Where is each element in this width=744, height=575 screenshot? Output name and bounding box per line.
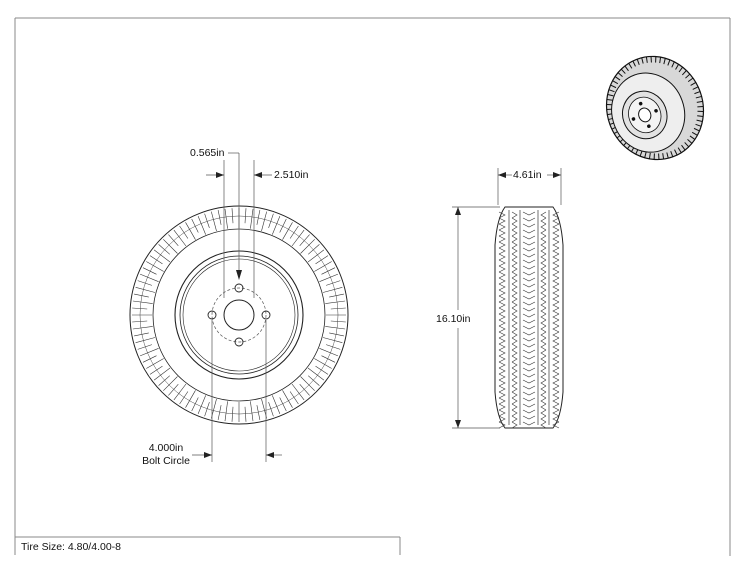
side-tread-pattern [498,210,560,429]
dim-tire-width-label: 4.61in [513,169,542,181]
front-dimension-lines [192,152,282,462]
dim-tire-height-label: 16.10in [436,313,471,325]
bolt-hole-top [234,283,244,293]
bolt-hole-left [207,310,217,320]
center-bore [223,299,255,331]
title-block-tire-size: Tire Size: 4.80/4.00-8 [21,541,121,553]
dim-bolt-circle-value: 4.000in [148,442,184,454]
sheet-frame [14,17,730,555]
dim-center-bore-label: 2.510in [274,169,309,181]
isometric-tire-preview [605,55,705,161]
front-tread-pattern [132,208,346,422]
side-view [494,206,564,429]
tire-side-profile [494,206,564,429]
bolt-hole-bottom [234,337,244,347]
dim-hole-diameter-label: 0.565in [190,147,225,159]
bolt-hole-right [261,310,271,320]
bolt-circle [211,287,267,343]
dim-bolt-circle-label: Bolt Circle [142,455,190,467]
side-dimension-lines [452,168,562,429]
